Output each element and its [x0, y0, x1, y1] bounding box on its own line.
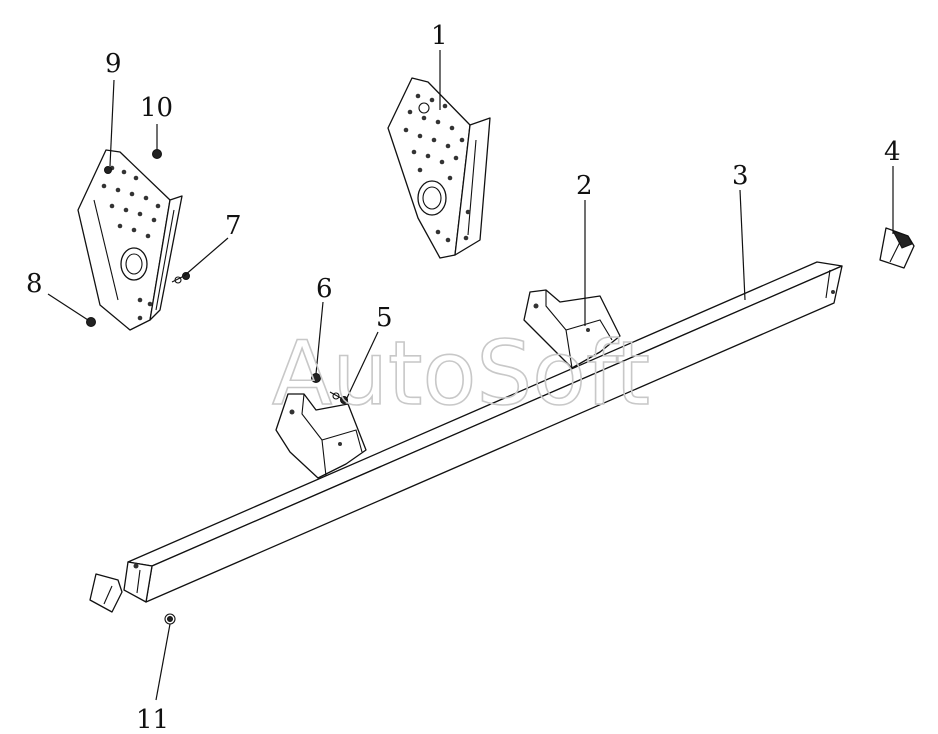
callout-1: 1	[431, 21, 448, 51]
left-beam-bracket	[275, 393, 367, 479]
part-4-end-cap	[879, 227, 915, 269]
callout-11: 11	[136, 705, 169, 734]
left-end-cap	[89, 573, 123, 613]
leader-lines	[47, 50, 894, 701]
callout-10: 10	[140, 93, 173, 123]
callout-2: 2	[576, 171, 593, 201]
left-bracket	[77, 149, 183, 331]
part-3-tube-beam	[123, 261, 843, 603]
fastener-8-nut	[86, 317, 96, 327]
callout-3: 3	[732, 161, 749, 191]
callout-5: 5	[376, 303, 393, 333]
callout-7: 7	[225, 211, 242, 241]
watermark-text: AutoSoft	[272, 322, 650, 425]
callout-labels: 1 2 3 4 5 6 7 8 9 10 11	[26, 21, 901, 734]
callout-8: 8	[26, 269, 43, 299]
callout-6: 6	[316, 274, 333, 304]
callout-4: 4	[884, 137, 901, 167]
callout-9: 9	[105, 49, 122, 79]
fastener-10-nut	[152, 149, 162, 159]
fastener-11-nut	[164, 613, 176, 625]
part-1-bracket	[387, 77, 491, 259]
part-2-bracket	[523, 289, 621, 369]
fastener-5-bolt	[329, 391, 349, 404]
